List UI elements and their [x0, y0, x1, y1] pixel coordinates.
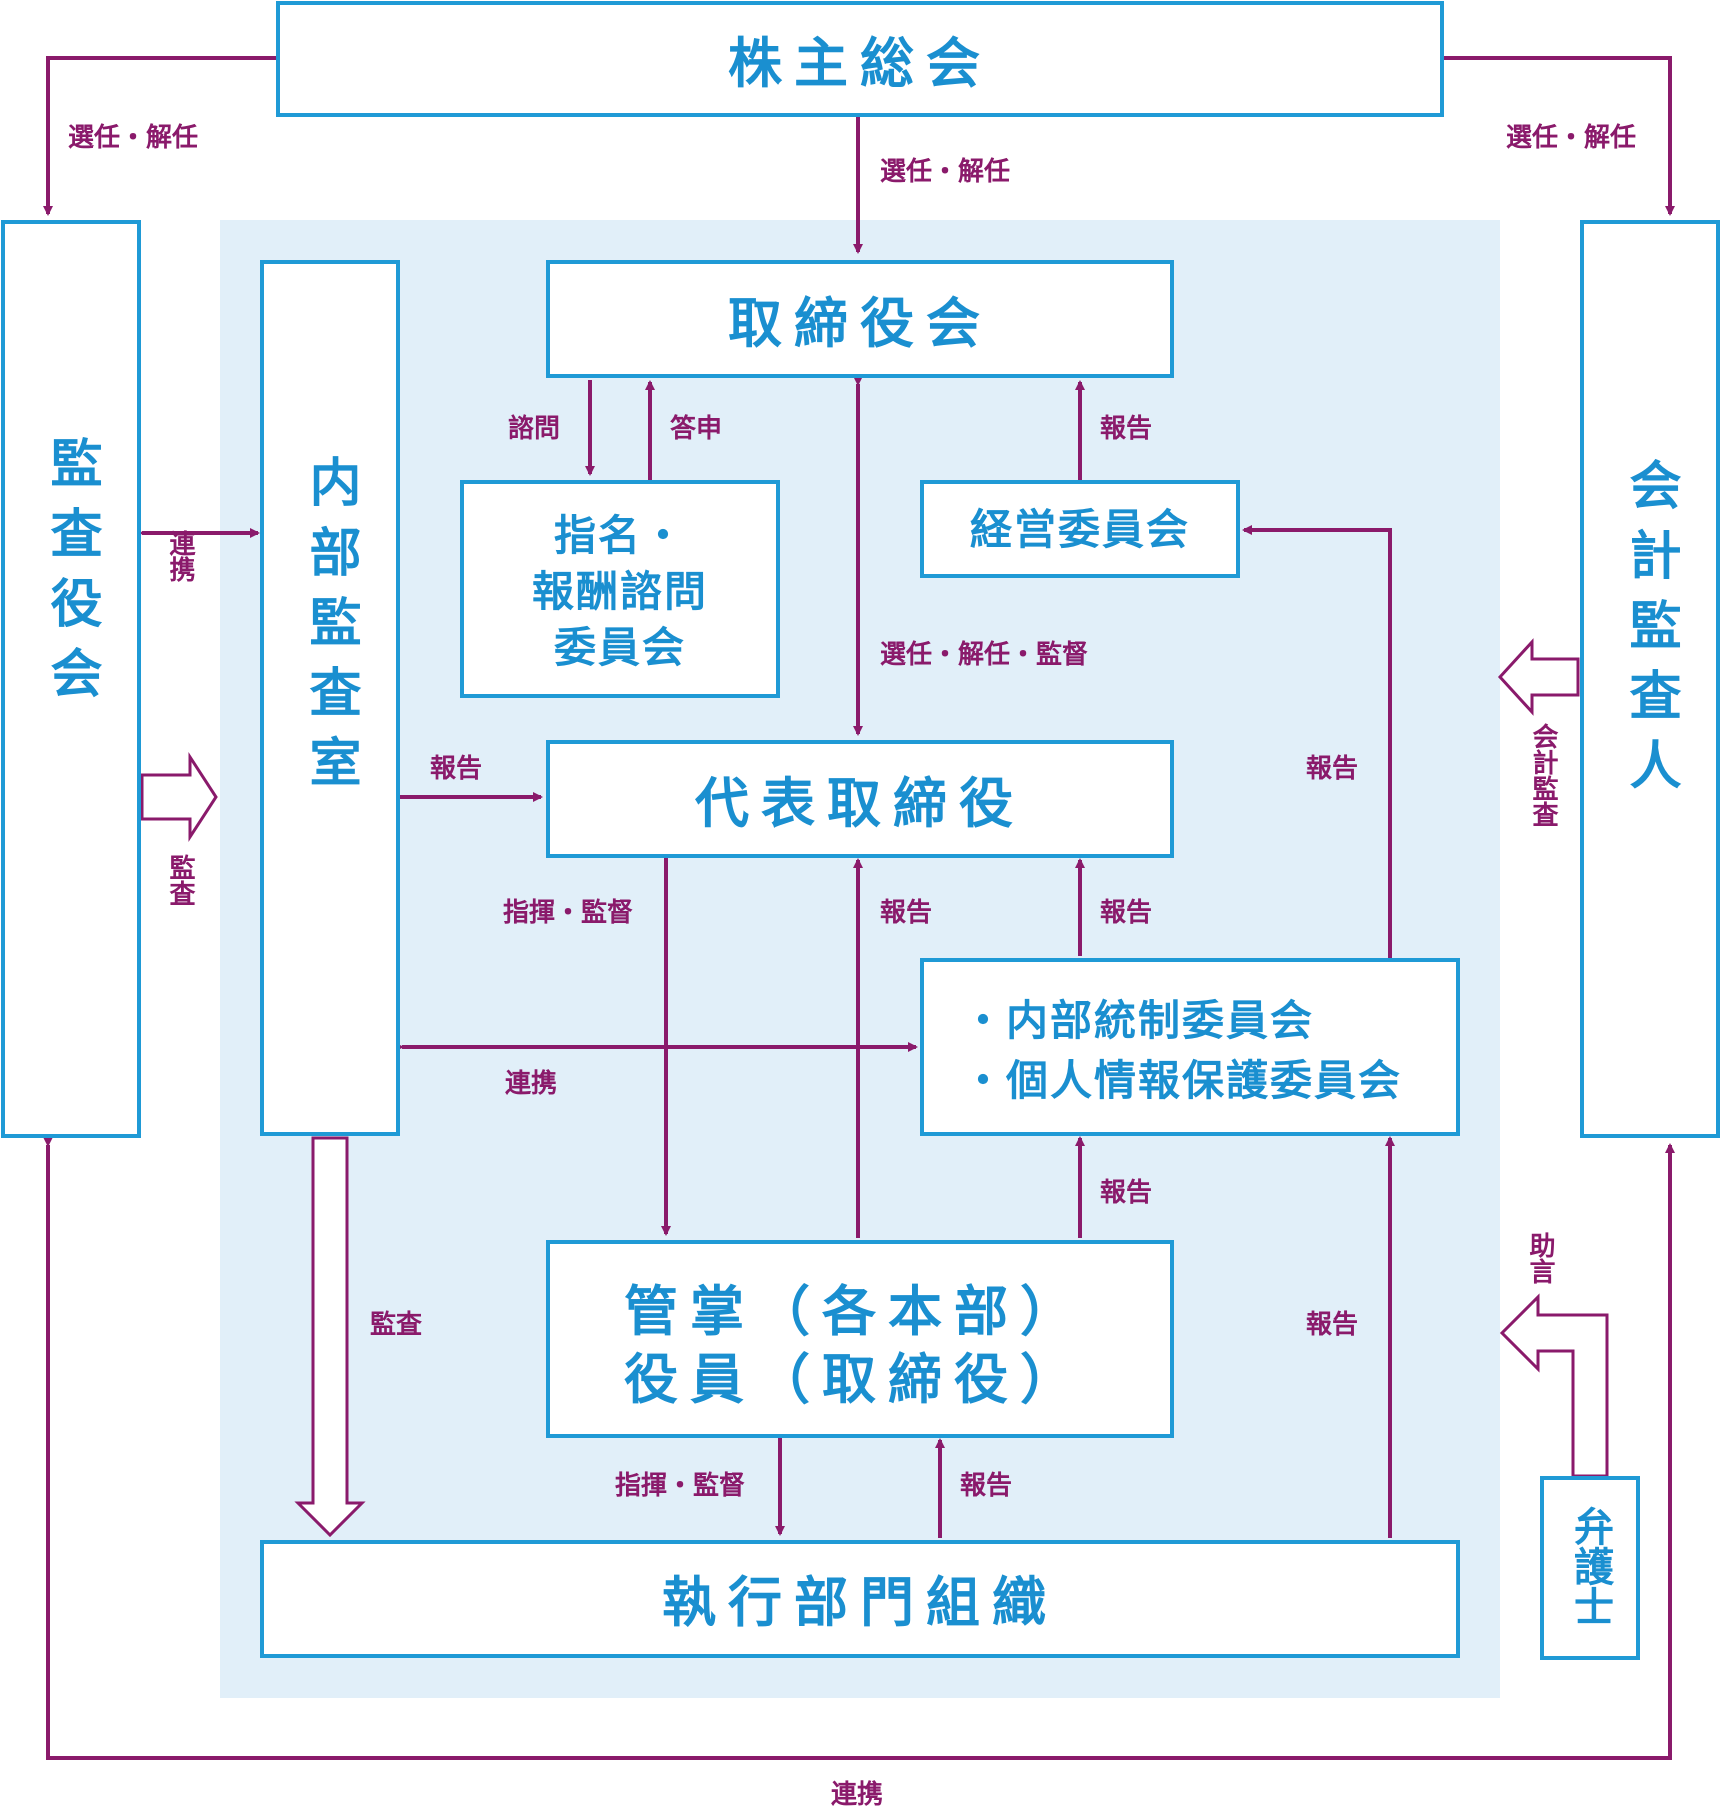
arrow-bottom-cooperation	[43, 1137, 1675, 1760]
hollow-arrow-audit-board-audit	[140, 751, 218, 843]
nomination-line-3: 委員会	[554, 623, 686, 672]
representative-director-box	[546, 740, 1174, 858]
accounting-auditor-label: 会計監査人	[1620, 458, 1681, 808]
arrow-shareholders-to-audit-board	[43, 56, 276, 216]
nomination-line-2: 報酬諮問	[532, 567, 708, 616]
label-report-management: 報告	[1100, 414, 1152, 444]
shareholders-label: 株主総会	[728, 32, 992, 95]
execution-label: 執行部門組織	[662, 1571, 1058, 1634]
label-direct-officers: 指揮・監督	[615, 1470, 745, 1501]
arrow-labels: 選任・解任 選任・解任 選任・解任 諮問 答申 報告 選任・解任・監督 報告 報…	[68, 123, 1636, 1810]
board-box	[546, 260, 1174, 378]
internal-control-line-2: ・個人情報保護委員会	[962, 1056, 1402, 1105]
internal-control-box	[920, 958, 1460, 1136]
internal-audit-box	[260, 260, 400, 1136]
label-cooperate-middle: 連携	[505, 1068, 557, 1099]
label-report-execution-control: 報告	[1306, 1310, 1358, 1340]
accounting-auditor-box	[1580, 220, 1720, 1138]
arrow-shareholders-to-accounting-auditor	[1444, 56, 1675, 216]
nomination-line-1: 指名・	[554, 511, 686, 560]
label-report-control-rep: 報告	[1100, 898, 1152, 928]
lawyer-box	[1540, 1476, 1640, 1660]
officers-line-2: 役員（取締役）	[624, 1348, 1086, 1411]
label-answer: 答申	[670, 413, 722, 444]
hollow-arrow-internal-audit	[294, 1136, 366, 1538]
arrow-control-to-management	[1242, 525, 1392, 958]
representative-director-label: 代表取締役	[694, 772, 1025, 835]
label-appoint-left: 選任・解任	[68, 123, 198, 153]
label-report-officers-rep: 報告	[880, 898, 932, 928]
internal-control-line-1: ・内部統制委員会	[962, 996, 1314, 1045]
nomination-committee-box	[460, 480, 780, 698]
label-appoint-center: 選任・解任	[880, 157, 1010, 187]
officers-box	[546, 1240, 1174, 1438]
management-committee-label: 経営委員会	[970, 505, 1190, 554]
label-audit-vertical: 監査	[165, 853, 195, 906]
management-committee-box	[920, 480, 1240, 578]
label-report-execution-officers: 報告	[960, 1471, 1012, 1501]
label-report-right-upper: 報告	[1306, 754, 1358, 784]
label-report-internal-audit: 報告	[430, 754, 482, 784]
hollow-arrow-accounting-audit	[1497, 638, 1580, 716]
label-consult: 諮問	[508, 414, 560, 444]
label-cooperate-vertical: 連携	[165, 530, 195, 582]
officers-line-1: 管掌（各本部）	[624, 1280, 1086, 1343]
shareholders-box	[276, 1, 1444, 117]
board-label: 取締役会	[728, 292, 992, 355]
audit-board-label: 監査役会	[41, 436, 102, 716]
label-report-officers-control: 報告	[1100, 1178, 1152, 1208]
label-appoint-supervise: 選任・解任・監督	[880, 639, 1088, 670]
label-audit-internal: 監査	[370, 1309, 422, 1340]
lawyer-label: 弁護士	[1567, 1506, 1614, 1626]
hollow-arrow-advice	[1499, 1293, 1609, 1478]
execution-box	[260, 1540, 1460, 1658]
label-direct-rep: 指揮・監督	[503, 897, 633, 928]
internal-audit-label: 内部監査室	[300, 455, 361, 805]
label-accounting-audit-vertical: 会計監査	[1528, 723, 1558, 827]
label-appoint-right: 選任・解任	[1506, 123, 1636, 153]
label-advice-vertical: 助言	[1525, 1232, 1555, 1284]
label-cooperate-bottom: 連携	[831, 1779, 883, 1810]
audit-board-box	[1, 220, 141, 1138]
connectors	[43, 56, 1675, 1760]
